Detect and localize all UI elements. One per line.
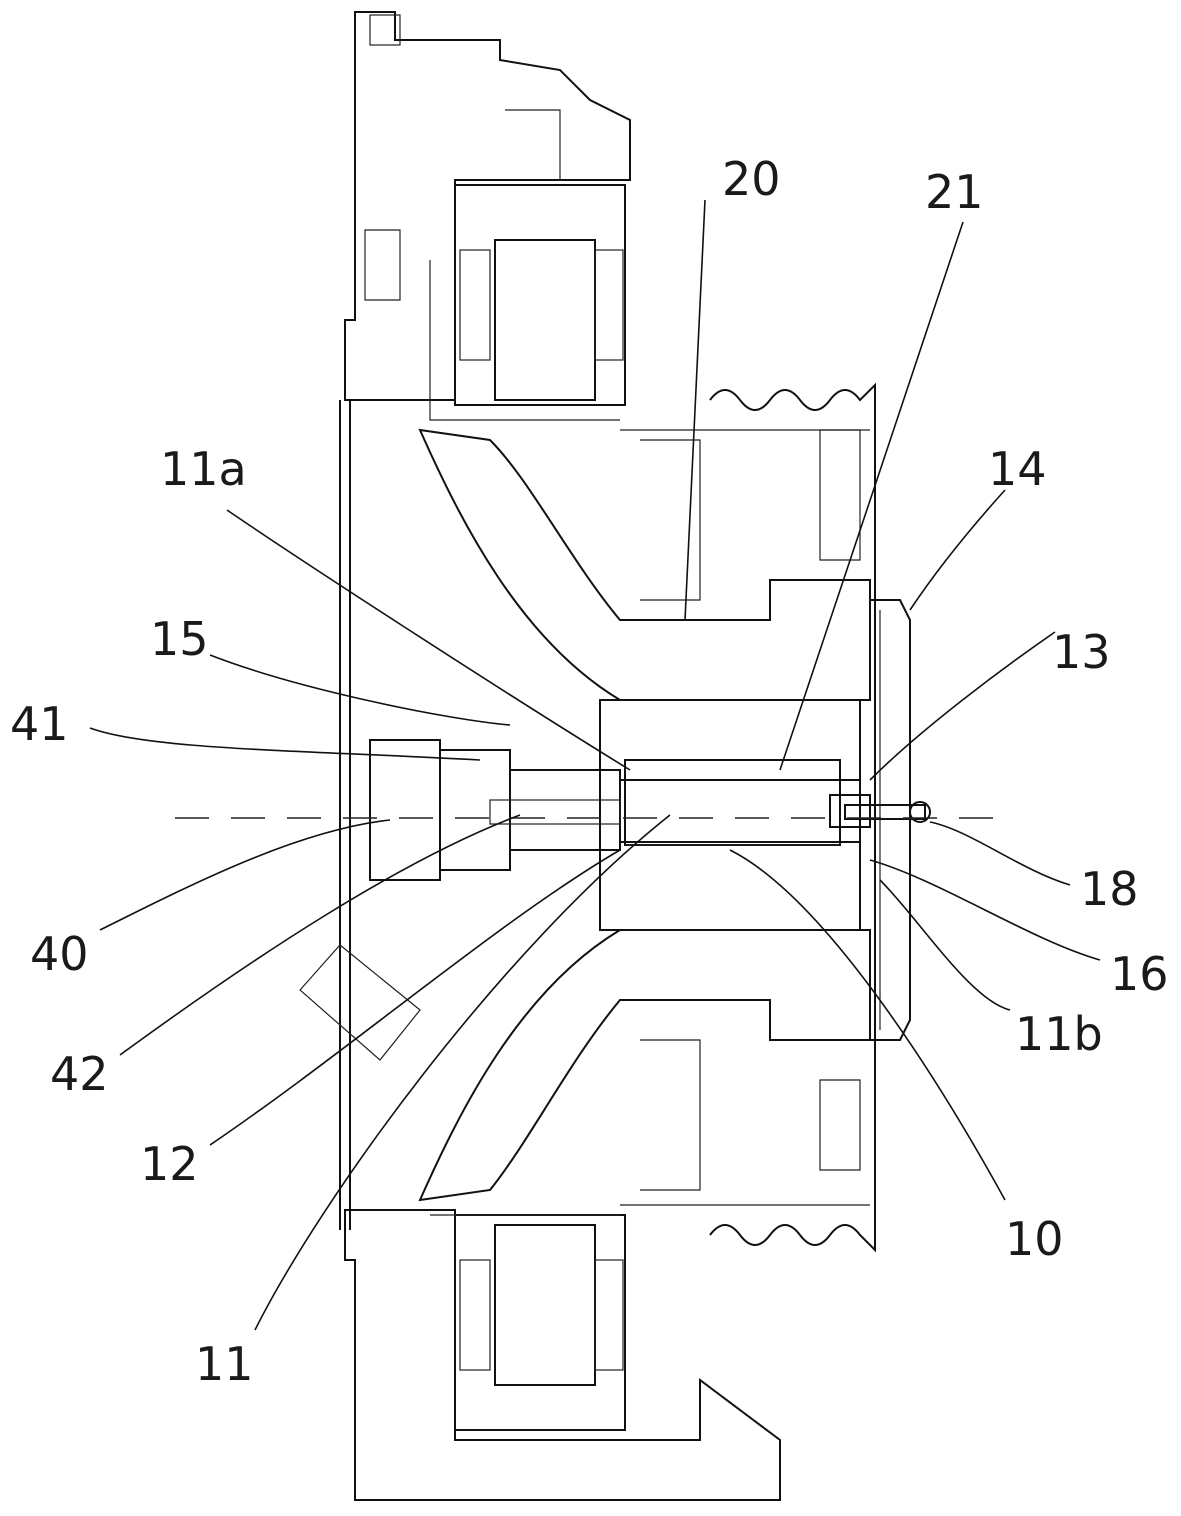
reference-labels: 20 21 11a 14 15 13 41 18 40 16 11b 42 12… (10, 152, 1169, 1391)
label-13: 13 (1052, 625, 1111, 679)
rotor-hub (418, 428, 871, 1202)
label-42: 42 (50, 1047, 109, 1101)
shaft (619, 779, 931, 843)
label-10: 10 (1005, 1212, 1064, 1266)
leader-lines (89, 199, 1101, 1331)
label-21: 21 (925, 165, 984, 219)
sensor-assembly (299, 739, 621, 1061)
label-20: 20 (722, 152, 781, 206)
label-11: 11 (195, 1337, 254, 1391)
label-12: 12 (140, 1137, 199, 1191)
label-11b: 11b (1015, 1007, 1103, 1061)
stator-top (429, 184, 626, 421)
stator-bottom (430, 1214, 626, 1431)
label-18: 18 (1080, 862, 1139, 916)
label-15: 15 (150, 612, 209, 666)
label-41: 41 (10, 697, 69, 751)
label-16: 16 (1110, 947, 1169, 1001)
label-11a: 11a (160, 442, 247, 496)
label-40: 40 (30, 927, 89, 981)
label-14: 14 (988, 442, 1047, 496)
